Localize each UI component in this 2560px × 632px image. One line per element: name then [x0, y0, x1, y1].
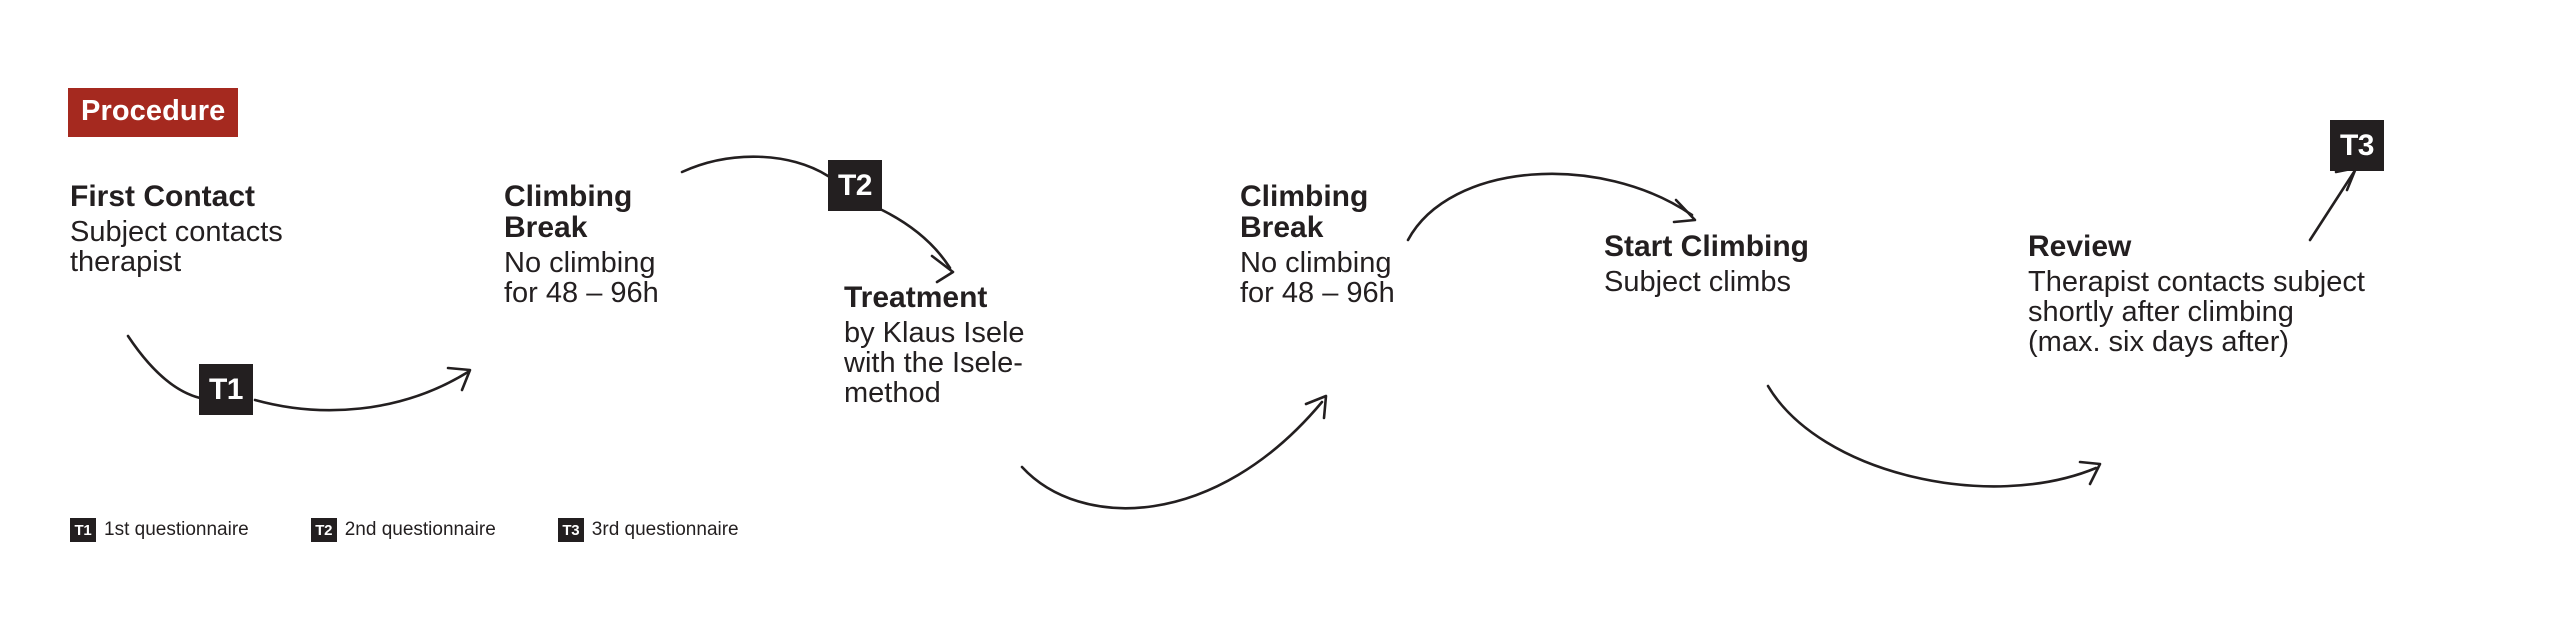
step-start-climbing: Start Climbing Subject climbs — [1604, 230, 1904, 298]
legend-label-t2: 2nd questionnaire — [344, 519, 496, 540]
step-title-first-contact: First Contact — [70, 180, 256, 213]
legend-badge-t1: T1 — [70, 518, 96, 542]
step-body-climbing-break-1: No climbing for 48 – 96h — [504, 247, 659, 310]
legend: T1 1st questionnaire T2 2nd questionnair… — [70, 518, 801, 542]
step-title-start-climbing: Start Climbing — [1604, 230, 1810, 263]
step-body-start-climbing: Subject climbs — [1604, 266, 1791, 298]
arrow-break1-to-t2 — [680, 155, 830, 178]
step-body-review: Therapist contacts subject shortly after… — [2028, 266, 2365, 358]
timepoint-marker-t3: T3 — [2330, 120, 2384, 171]
legend-item-t1: T1 1st questionnaire — [70, 518, 249, 542]
step-climbing-break-1: Climbing Break No climbing for 48 – 96h — [504, 180, 754, 310]
step-review: Review Therapist contacts subject shortl… — [2028, 230, 2528, 358]
legend-label-t1: 1st questionnaire — [104, 519, 249, 540]
step-title-climbing-break-1: Climbing Break — [504, 180, 633, 244]
step-body-first-contact: Subject contacts therapist — [70, 216, 283, 278]
arrow-start-climbing-to-review — [1766, 384, 2102, 488]
step-body-climbing-break-2: No climbing for 48 – 96h — [1240, 247, 1395, 310]
legend-badge-t2: T2 — [310, 518, 337, 542]
arrow-review-to-t3 — [2308, 166, 2358, 242]
arrow-treatment-to-break2 — [1020, 394, 1328, 510]
legend-item-t2: T2 2nd questionnaire — [310, 518, 496, 542]
arrow-first-contact-to-break1 — [126, 334, 472, 412]
timepoint-marker-t1: T1 — [199, 364, 253, 415]
legend-item-t3: T3 3rd questionnaire — [557, 518, 739, 542]
timepoint-marker-t2: T2 — [828, 160, 882, 211]
step-body-treatment: by Klaus Isele with the Isele- method — [844, 317, 1025, 409]
arrow-t2-to-treatment — [880, 208, 955, 284]
step-treatment: Treatment by Klaus Isele with the Isele-… — [844, 281, 1114, 409]
step-climbing-break-2: Climbing Break No climbing for 48 – 96h — [1240, 180, 1490, 310]
step-first-contact: First Contact Subject contacts therapist — [70, 180, 350, 278]
section-label-procedure: Procedure — [68, 88, 239, 137]
step-title-review: Review — [2028, 230, 2132, 263]
step-title-climbing-break-2: Climbing Break — [1240, 180, 1369, 244]
step-title-treatment: Treatment — [844, 281, 988, 314]
legend-label-t3: 3rd questionnaire — [591, 519, 739, 540]
legend-badge-t3: T3 — [557, 518, 584, 542]
